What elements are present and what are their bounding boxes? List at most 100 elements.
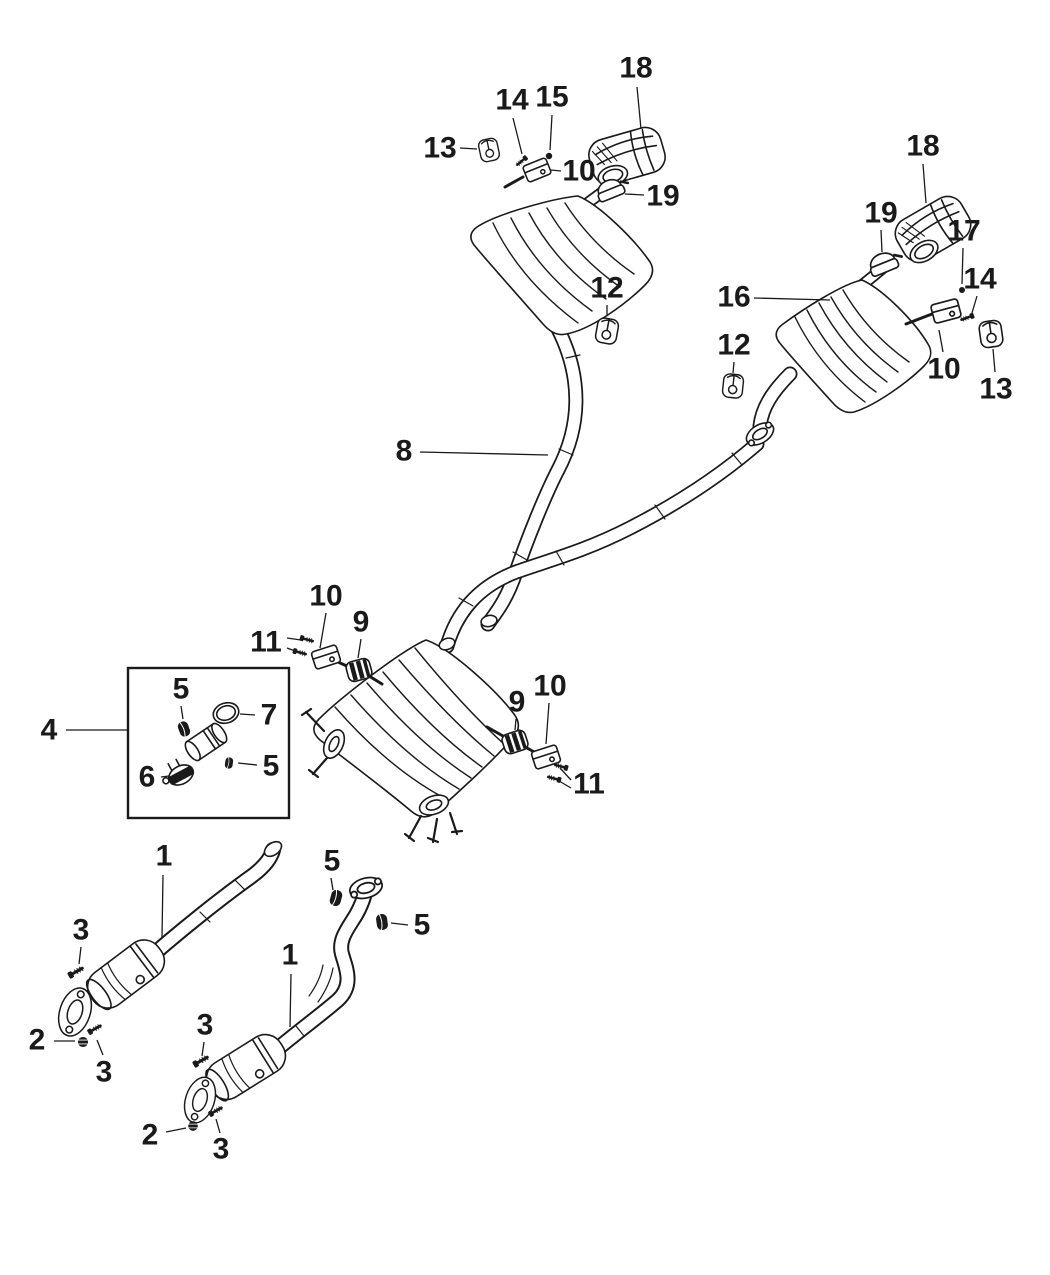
callout-label-2: 2 — [29, 1024, 46, 1057]
leader-line — [78, 946, 82, 965]
leader-line — [239, 713, 256, 716]
callout-label-5: 5 — [414, 909, 431, 942]
callout-label-1: 1 — [156, 840, 173, 873]
callout-5: 5 — [173, 673, 189, 720]
leader-line — [550, 169, 562, 172]
callout-18: 18 — [619, 52, 653, 130]
gasket-5-a — [327, 888, 345, 908]
leader-line — [390, 922, 409, 926]
callout-label-3: 3 — [213, 1133, 230, 1166]
callout-18: 18 — [906, 130, 940, 204]
callout-7: 7 — [239, 699, 278, 732]
callout-label-19: 19 — [864, 197, 897, 230]
callout-label-7: 7 — [261, 699, 278, 732]
leader-line — [319, 612, 327, 649]
callout-label-9: 9 — [353, 606, 370, 639]
bolt-3-c — [190, 1052, 211, 1070]
bolt-3-a — [65, 963, 86, 981]
inlet-collar-right — [480, 614, 498, 628]
leader-line — [165, 1127, 187, 1133]
callout-1: 1 — [282, 939, 298, 1028]
screw-14-right — [959, 311, 977, 324]
stud-3-b — [85, 1021, 104, 1037]
rear-muffler-left — [470, 136, 654, 346]
leader-line — [237, 762, 258, 766]
upper-flange — [346, 873, 386, 903]
hanger-right — [485, 725, 571, 785]
inlet-collar-left — [438, 637, 456, 651]
leader-line — [215, 1118, 221, 1134]
leader-line — [553, 777, 572, 789]
leader-line — [512, 117, 523, 155]
hanger-left — [290, 633, 384, 686]
callout-3: 3 — [73, 914, 89, 965]
callout-label-9: 9 — [509, 686, 526, 719]
band-clamp-6 — [162, 758, 195, 786]
callout-15: 15 — [535, 81, 569, 151]
leader-line — [96, 1039, 104, 1056]
group-box-layer — [126, 666, 291, 820]
leader-line — [419, 451, 549, 456]
leader-line — [992, 348, 996, 373]
leader-line — [545, 702, 550, 745]
rear-muffler-right — [721, 279, 1005, 451]
callout-label-19: 19 — [646, 180, 679, 213]
isolator-12-right — [721, 372, 745, 400]
diagram-artwork — [52, 122, 1005, 1132]
callout-11: 11 — [250, 626, 302, 659]
nut-2-b — [187, 1120, 199, 1132]
leader-line — [624, 193, 645, 196]
callout-17: 17 — [947, 215, 981, 285]
callout-13: 13 — [979, 348, 1013, 406]
callout-label-6: 6 — [139, 761, 156, 794]
leader-line — [753, 297, 831, 301]
leader-line — [201, 1041, 205, 1057]
callout-label-13: 13 — [979, 373, 1012, 406]
clamp-nut-5-a — [175, 719, 193, 739]
callout-19: 19 — [864, 197, 898, 253]
callout-label-3: 3 — [96, 1056, 113, 1089]
leader-line — [330, 877, 334, 891]
center-muffler — [300, 614, 520, 844]
callout-10: 10 — [550, 155, 596, 188]
callout-label-11: 11 — [250, 626, 282, 659]
connector-pipe — [184, 722, 228, 762]
callout-13: 13 — [423, 132, 478, 165]
callout-8: 8 — [396, 435, 549, 468]
callout-10: 10 — [309, 580, 343, 649]
callout-label-16: 16 — [717, 281, 750, 314]
callout-label-2: 2 — [142, 1119, 159, 1152]
crossover-pipe-right — [439, 436, 765, 654]
clamp-19-right — [864, 245, 907, 279]
group-box-4 — [126, 666, 291, 820]
callout-label-12: 12 — [590, 272, 623, 305]
callout-14: 14 — [963, 263, 997, 314]
bolt-17 — [959, 287, 965, 293]
screw-11-left-a — [297, 633, 315, 646]
leader-line — [289, 973, 292, 1028]
callout-10: 10 — [533, 670, 567, 745]
front-pipe-2 — [268, 884, 373, 1058]
callout-9: 9 — [353, 606, 370, 659]
callout-label-5: 5 — [324, 845, 341, 878]
nut-15 — [545, 152, 553, 160]
bracket-10-left — [310, 643, 342, 671]
leader-line — [636, 86, 642, 130]
callout-label-10: 10 — [927, 353, 960, 386]
leader-line — [922, 163, 927, 204]
leader-line — [286, 647, 296, 652]
callout-label-10: 10 — [309, 580, 342, 613]
callout-label-8: 8 — [396, 435, 413, 468]
callout-label-18: 18 — [906, 130, 939, 163]
callout-label-13: 13 — [423, 132, 456, 165]
callout-16: 16 — [717, 281, 831, 314]
callout-label-5: 5 — [263, 750, 280, 783]
crossover-pipe-left — [480, 319, 584, 632]
callout-5: 5 — [390, 909, 431, 942]
isolator-13-left — [476, 136, 502, 164]
callout-label-11: 11 — [573, 768, 605, 801]
leader-line — [559, 767, 572, 781]
